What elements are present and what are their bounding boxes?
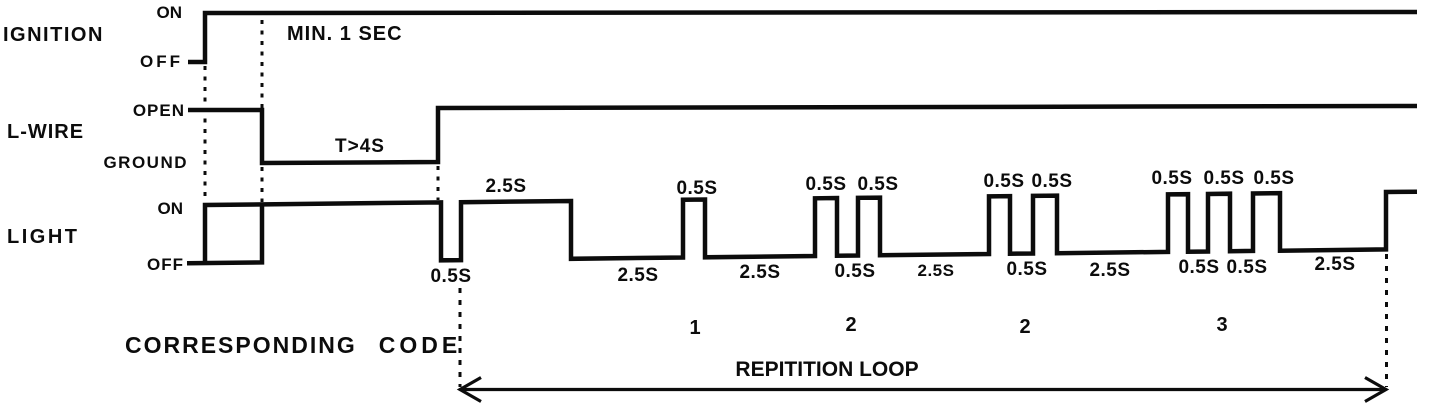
code-number: 2 (845, 314, 857, 336)
duration-label: 0.5S (983, 171, 1025, 192)
code-word: CODE (378, 332, 462, 358)
corresponding-code-label: CORRESPONDING CODE (125, 334, 461, 357)
row-label-lwire: L-WIRE (7, 121, 85, 143)
row-label-ignition: IGNITION (3, 24, 104, 46)
duration-label: 0.5S (1006, 259, 1048, 280)
duration-label: 0.5S (805, 174, 847, 195)
duration-label: 0.5S (1178, 257, 1220, 278)
light-trace-initial-box (186, 204, 265, 266)
duration-label: 2.5S (917, 261, 955, 280)
code-number: 2 (1019, 316, 1031, 338)
duration-label: 0.5S (834, 261, 876, 282)
level-label-ignition-off: OFF (140, 52, 183, 71)
ignition-trace (188, 9, 1418, 65)
duration-label: 0.5S (857, 174, 899, 195)
arrowhead-right-icon (1364, 376, 1390, 403)
duration-label: 2.5S (617, 265, 659, 286)
annotation-min-1-sec: MIN. 1 SEC (287, 23, 403, 45)
arrowhead-left-icon (456, 376, 482, 403)
lwire-trace (188, 103, 1418, 166)
duration-label: 0.5S (1151, 168, 1193, 189)
row-label-light: LIGHT (7, 226, 80, 248)
light-trace (202, 189, 1418, 263)
code-number: 3 (1216, 314, 1228, 336)
level-label-lwire-open: OPEN (132, 101, 185, 120)
level-label-light-off: OFF (147, 255, 184, 274)
duration-label: 2.5S (1089, 260, 1131, 281)
duration-label: 0.5S (430, 266, 472, 287)
duration-label: 0.5S (1203, 168, 1245, 189)
code-number: 1 (689, 317, 701, 339)
duration-label: 0.5S (1226, 257, 1268, 278)
duration-label: 2.5S (485, 176, 527, 197)
corresponding-word: CORRESPONDING (125, 332, 357, 358)
level-label-ignition-on: ON (156, 3, 183, 22)
annotation-t-greater-4s: T>4S (335, 136, 385, 157)
duration-label: 0.5S (676, 178, 718, 199)
duration-label: 0.5S (1253, 168, 1295, 189)
duration-label: 0.5S (1031, 171, 1073, 192)
repetition-loop-label: REPITITION LOOP (735, 358, 919, 381)
duration-label: 2.5S (739, 262, 781, 283)
duration-label: 2.5S (1314, 254, 1356, 275)
level-label-light-on: ON (157, 199, 184, 218)
level-label-lwire-ground: GROUND (103, 153, 188, 172)
